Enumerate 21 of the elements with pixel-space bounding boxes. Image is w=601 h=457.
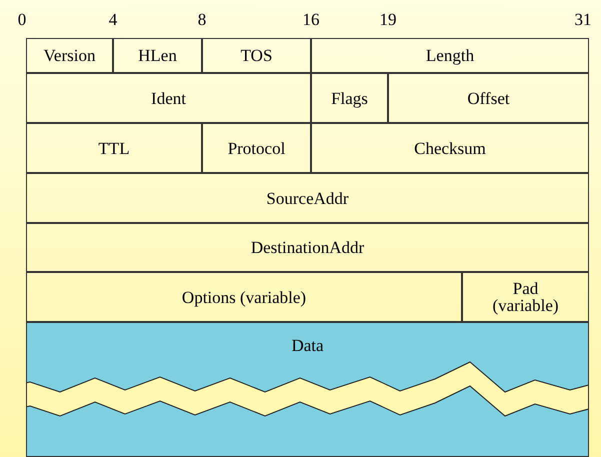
header-field: Pad (variable) [462, 272, 589, 322]
header-field: Offset [388, 73, 589, 123]
header-field: Options (variable) [26, 272, 462, 322]
header-field: Checksum [311, 123, 589, 173]
bit-number: 0 [18, 10, 26, 30]
header-field: TTL [26, 123, 202, 173]
bit-number: 8 [198, 10, 206, 30]
bit-number: 19 [380, 10, 396, 30]
bit-number: 16 [302, 10, 320, 30]
header-field: TOS [202, 38, 311, 73]
bit-number: 4 [108, 10, 118, 30]
header-field: Ident [26, 73, 311, 123]
header-field: SourceAddr [26, 173, 589, 223]
header-field: Flags [311, 73, 388, 123]
header-field: Length [311, 38, 589, 73]
header-field: DestinationAddr [26, 223, 589, 272]
header-field: HLen [113, 38, 202, 73]
data-area: Data [26, 322, 589, 457]
bit-number: 31 [574, 10, 592, 30]
header-field: Protocol [202, 123, 311, 173]
header-field: Version [26, 38, 113, 73]
